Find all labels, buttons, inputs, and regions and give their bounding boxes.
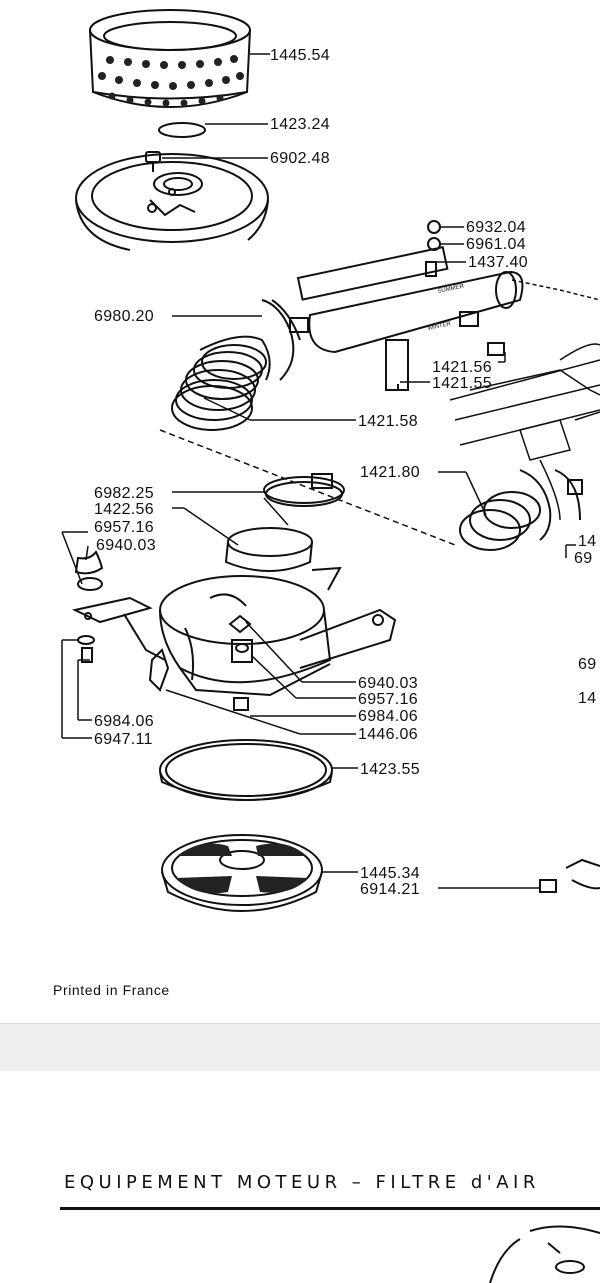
label-summer: SUMMER xyxy=(437,283,465,295)
label-1422-56: 1422.56 xyxy=(94,501,154,518)
label-6902-48: 6902.48 xyxy=(270,150,330,167)
intake-tube-drawing xyxy=(261,220,524,391)
label-6932-04: 6932.04 xyxy=(466,219,526,236)
label-6957-16-top: 6957.16 xyxy=(94,519,154,536)
filter-cover-drawing xyxy=(161,834,323,912)
label-6940-03-top: 6940.03 xyxy=(96,537,156,554)
air-bowl-drawing xyxy=(75,151,269,251)
label-6914-21: 6914.21 xyxy=(360,881,420,898)
label-6961-04: 6961.04 xyxy=(466,236,526,253)
label-1446-06: 1446.06 xyxy=(358,726,418,743)
label-1437-40: 1437.40 xyxy=(468,254,528,271)
next-page-drawing xyxy=(489,1225,600,1283)
label-1445-54: 1445.54 xyxy=(270,47,330,64)
label-6947-11: 6947.11 xyxy=(94,731,153,748)
next-page-preview: EQUIPEMENT MOTEUR – FILTRE d'AIR xyxy=(0,1071,600,1283)
parts-diagram-page: 1445.54 1423.24 6902.48 6932.04 6961.04 … xyxy=(53,9,600,998)
label-cut-69-a: 69 xyxy=(574,550,592,567)
label-1421-56: 1421.56 xyxy=(432,359,492,376)
engine-block-drawing xyxy=(449,279,600,521)
label-6982-25: 6982.25 xyxy=(94,485,154,502)
label-winter: WINTER xyxy=(427,321,452,332)
page-separator xyxy=(0,1023,600,1073)
label-1421-80: 1421.80 xyxy=(360,464,420,481)
label-1445-34: 1445.34 xyxy=(360,865,420,882)
label-6984-06-left: 6984.06 xyxy=(94,713,154,730)
label-1423-55: 1423.55 xyxy=(360,761,420,778)
label-1421-58: 1421.58 xyxy=(358,413,418,430)
label-6940-03-bottom: 6940.03 xyxy=(358,675,418,692)
printed-in-france-note: Printed in France xyxy=(53,982,170,998)
label-6957-16-bottom: 6957.16 xyxy=(358,691,418,708)
next-page-header: EQUIPEMENT MOTEUR – FILTRE d'AIR xyxy=(64,1172,540,1193)
right-hose-drawing xyxy=(459,469,583,551)
label-cut-14-a: 14 xyxy=(578,533,596,550)
header-rule xyxy=(60,1207,600,1210)
exploded-parts-diagram: 1445.54 1423.24 6902.48 6932.04 6961.04 … xyxy=(61,9,600,912)
corrugated-hose-drawing xyxy=(171,335,271,431)
label-6984-06-right: 6984.06 xyxy=(358,708,418,725)
label-1423-24: 1423.24 xyxy=(270,116,330,133)
label-6980-20: 6980.20 xyxy=(94,308,154,325)
label-cut-69-b: 69 xyxy=(578,656,596,673)
label-cut-14-b: 14 xyxy=(578,690,596,707)
filter-element-drawing xyxy=(89,9,251,108)
label-1421-55: 1421.55 xyxy=(432,375,492,392)
